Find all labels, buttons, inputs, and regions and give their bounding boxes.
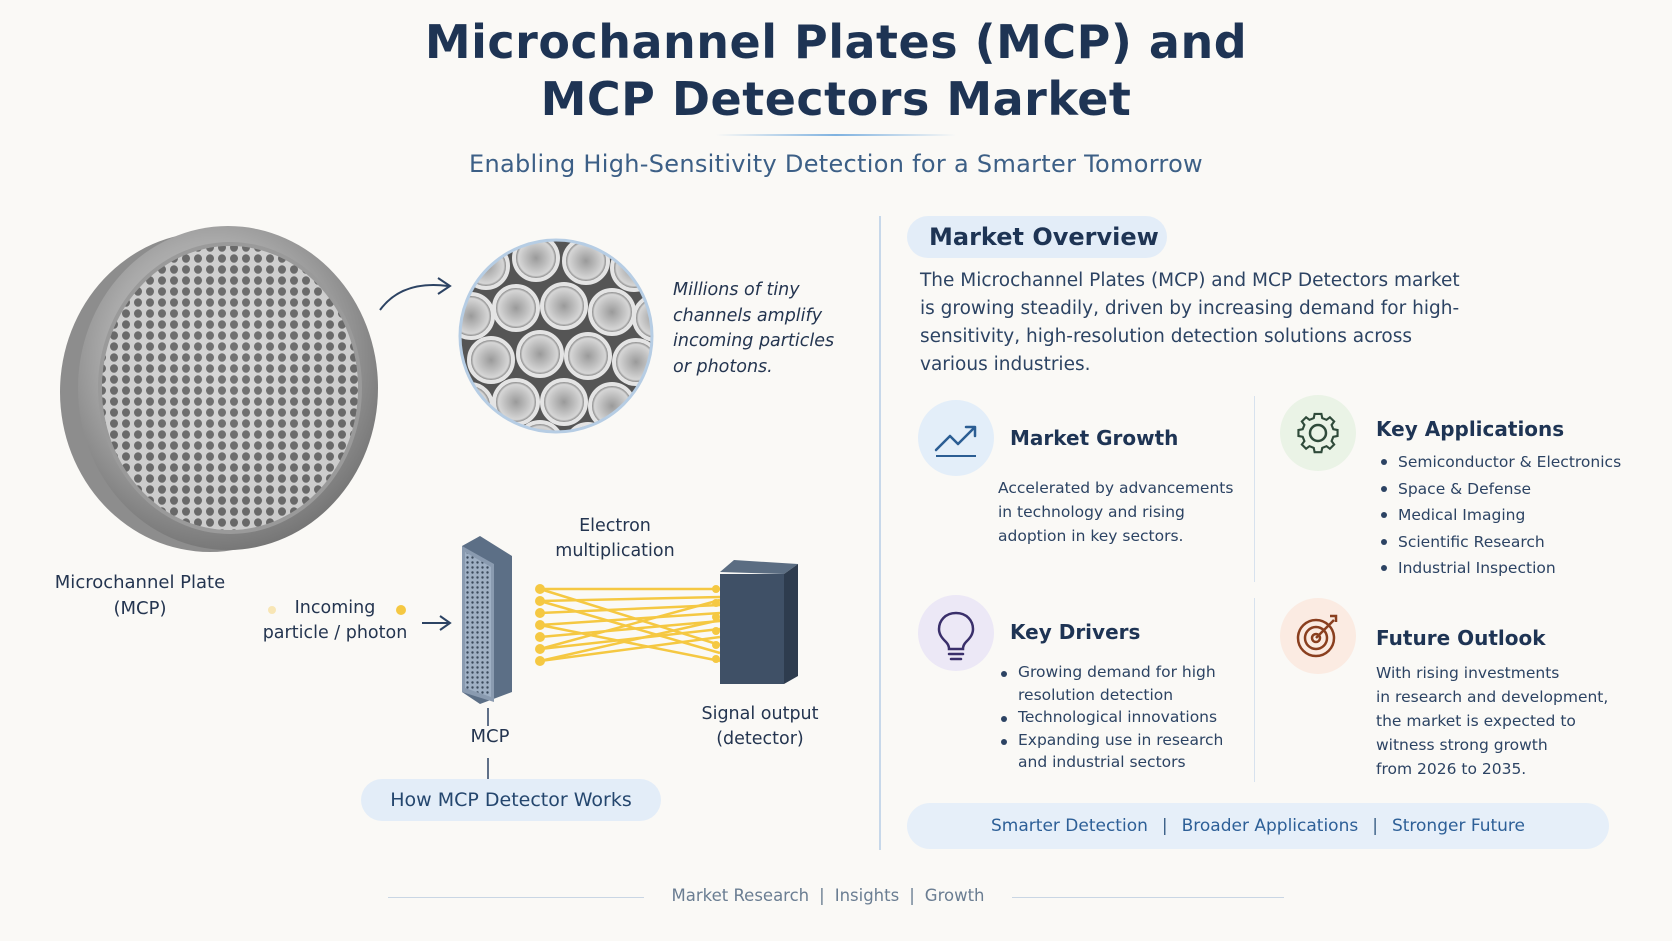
market-overview-text: The Microchannel Plates (MCP) and MCP De…: [920, 267, 1480, 379]
electron-label-line-1: Electron: [579, 516, 651, 536]
list-item-line: and industrial sectors: [1018, 753, 1186, 771]
future-outlook-line: witness strong growth: [1376, 736, 1548, 754]
channel-description-line: channels amplify: [673, 305, 823, 326]
how-it-works-badge: How MCP Detector Works: [361, 779, 661, 821]
list-item: Growing demand for high resolution detec…: [998, 661, 1248, 706]
incoming-label-line-1: Incoming: [294, 598, 376, 618]
signal-output-label: Signal output (detector): [690, 702, 830, 752]
channel-description-line: or photons.: [673, 356, 773, 377]
tagline-separator: |: [1161, 816, 1168, 836]
market-growth-line: adoption in key sectors.: [998, 527, 1184, 545]
channel-description-line: incoming particles: [673, 331, 835, 351]
future-outlook-line: from 2026 to 2035.: [1376, 760, 1527, 778]
mcp-slab-icon: [462, 536, 512, 704]
signal-label-line-2: (detector): [716, 729, 804, 749]
list-item: Expanding use in research and industrial…: [998, 729, 1248, 774]
list-item-line: Expanding use in research: [1018, 730, 1224, 749]
future-outlook-icon-circle: [1280, 598, 1356, 674]
list-item: Space & Defense: [1378, 476, 1648, 503]
electron-beams: [539, 587, 721, 663]
future-outlook-title: Future Outlook: [1376, 626, 1546, 650]
market-growth-line: in technology and rising: [998, 503, 1185, 521]
card-divider: [1254, 396, 1255, 582]
particle-dot-icon: [396, 605, 406, 615]
card-divider: [1254, 598, 1255, 782]
channel-description-line: Millions of tiny: [673, 280, 800, 300]
tagline-item: Stronger Future: [1391, 816, 1525, 836]
signal-label-line-1: Signal output: [701, 704, 819, 724]
market-overview-heading: Market Overview: [907, 216, 1167, 258]
list-item-line: Growing demand for high: [1018, 663, 1216, 681]
list-item: Medical Imaging: [1378, 502, 1648, 529]
market-growth-line: Accelerated by advancements: [998, 479, 1234, 497]
trend-up-icon: [934, 425, 977, 457]
incoming-arrow-icon: [422, 615, 452, 631]
market-growth-title: Market Growth: [1010, 426, 1179, 450]
incoming-label-line-2: particle / photon: [262, 623, 408, 643]
footer-rule: [1012, 897, 1284, 898]
key-applications-list: Semiconductor & Electronics Space & Defe…: [1378, 449, 1648, 582]
list-item: Technological innovations: [998, 706, 1248, 729]
gear-icon: [1297, 412, 1339, 454]
target-icon: [1296, 614, 1338, 658]
title-underline: [716, 134, 956, 136]
beam-dots: [535, 584, 720, 666]
market-growth-icon-circle: [918, 400, 994, 476]
list-item-line: Technological innovations: [1018, 708, 1218, 726]
footer-item: Growth: [924, 886, 985, 905]
market-growth-body: Accelerated by advancements in technolog…: [998, 476, 1238, 548]
page-subtitle: Enabling High-Sensitivity Detection for …: [469, 150, 1203, 178]
tagline-bar: Smarter Detection | Broader Applications | S…: [907, 803, 1609, 849]
electron-label-line-2: multiplication: [555, 541, 675, 561]
tagline-item: Smarter Detection: [991, 816, 1148, 836]
section-divider: [879, 216, 881, 850]
key-applications-icon-circle: [1280, 395, 1356, 471]
mcp-detector-diagram: [268, 536, 798, 782]
footer-rule: [388, 897, 644, 898]
lightbulb-icon: [937, 611, 975, 661]
mcp-plate-image: [60, 226, 378, 552]
detector-block-icon: [720, 560, 798, 684]
key-drivers-icon-circle: [918, 595, 994, 671]
title-line-1: Microchannel Plates (MCP) and: [424, 15, 1248, 69]
key-applications-title: Key Applications: [1376, 417, 1565, 441]
plate-label-line-2: (MCP): [113, 598, 167, 619]
footer-separator: |: [909, 886, 915, 905]
footer-item: Insights: [834, 886, 900, 905]
zoom-arrow-icon: [379, 277, 452, 311]
plate-label-line-1: Microchannel Plate: [54, 572, 226, 593]
future-outlook-line: the market is expected to: [1376, 712, 1576, 730]
future-outlook-line: With rising investments: [1376, 664, 1560, 682]
page-title: Microchannel Plates (MCP) and MCP Detect…: [0, 14, 1672, 128]
mcp-plate-label: Microchannel Plate (MCP): [40, 570, 240, 622]
list-item: Scientific Research: [1378, 529, 1648, 556]
mcp-label: MCP: [470, 726, 510, 747]
title-line-2: MCP Detectors Market: [540, 72, 1132, 126]
overview-line: is growing steadily, driven by increasin…: [920, 298, 1460, 319]
overview-line: The Microchannel Plates (MCP) and MCP De…: [920, 270, 1460, 291]
future-outlook-body: With rising investments in research and …: [1376, 661, 1636, 781]
list-item: Industrial Inspection: [1378, 555, 1648, 582]
footer-item: Market Research: [671, 886, 810, 905]
footer-separator: |: [819, 886, 825, 905]
tagline-separator: |: [1372, 816, 1378, 836]
list-item-line: resolution detection: [1018, 685, 1174, 704]
footer: Market Research | Insights | Growth: [644, 886, 1012, 905]
overview-line: sensitivity, high-resolution detection s…: [920, 326, 1413, 347]
tagline-item: Broader Applications: [1181, 816, 1359, 836]
channel-description: Millions of tiny channels amplify incomi…: [673, 278, 853, 380]
key-drivers-title: Key Drivers: [1010, 620, 1141, 644]
channel-closeup-image: [458, 238, 654, 434]
key-drivers-list: Growing demand for high resolution detec…: [998, 661, 1248, 774]
list-item: Semiconductor & Electronics: [1378, 449, 1648, 476]
particle-dot-icon: [268, 606, 276, 614]
future-outlook-line: in research and development,: [1376, 688, 1609, 706]
electron-multiplication-label: Electron multiplication: [540, 514, 690, 564]
overview-line: various industries.: [920, 354, 1091, 375]
incoming-particle-label: Incoming particle / photon: [250, 596, 420, 646]
